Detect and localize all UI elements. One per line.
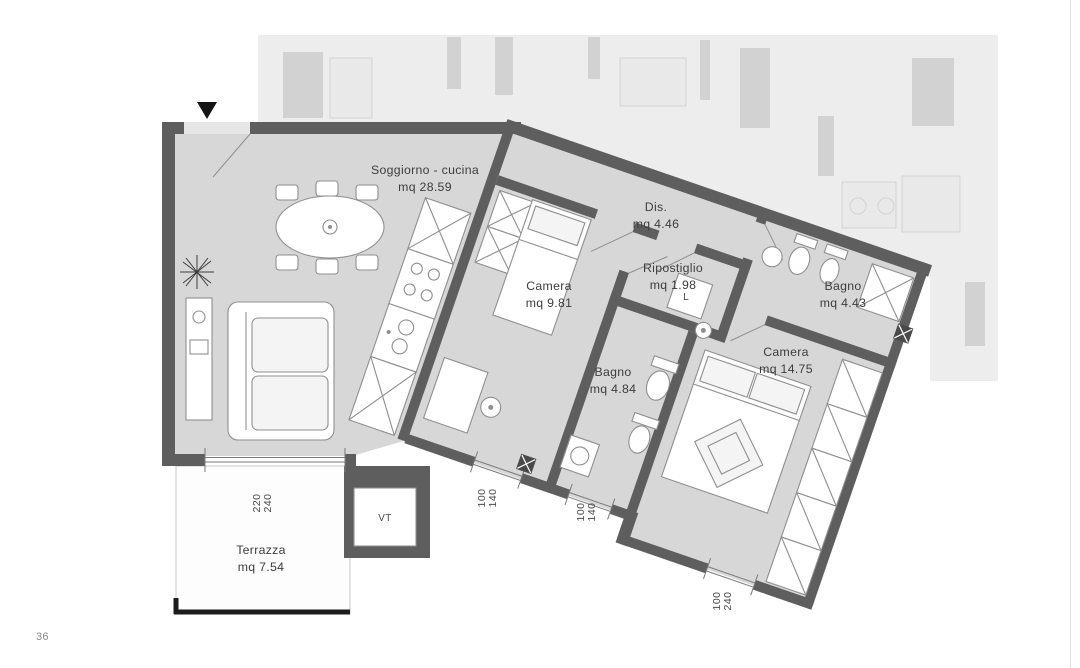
room-area: mq 4.84 <box>590 382 637 396</box>
room-name: Camera <box>526 279 572 293</box>
dim-height: 240 <box>262 493 274 512</box>
dim-width: 220 <box>251 493 263 512</box>
room-area: mq 28.59 <box>398 180 452 194</box>
faded-wall <box>447 37 461 89</box>
kitchen-counter <box>348 196 472 437</box>
room-label-dis: Dis. mq 4.46 <box>633 200 680 231</box>
terrace <box>173 465 351 615</box>
bed-camera2 <box>660 349 812 514</box>
dimension-label-camera2-window: 100 240 <box>711 591 734 610</box>
plant-icon <box>180 255 214 289</box>
room-area: mq 9.81 <box>526 296 573 310</box>
entrance-door <box>184 122 251 178</box>
page-number: 36 <box>36 631 49 643</box>
dining-chair <box>355 184 379 201</box>
door-leaf <box>212 133 251 178</box>
washbasin-bagno1 <box>761 246 783 268</box>
shower-bagno1 <box>856 263 915 323</box>
room-area: mq 4.46 <box>633 217 680 231</box>
faded-sink <box>877 197 895 215</box>
room-label-camera2: Camera mq 14.75 <box>759 345 813 376</box>
room-name: Ripostiglio <box>643 261 703 275</box>
dining-chair <box>315 180 339 197</box>
room-name: Soggiorno - cucina <box>371 163 479 177</box>
shaft-symbol-icon <box>893 323 914 344</box>
toilet-bagno1 <box>788 232 819 275</box>
faded-wall <box>740 48 770 128</box>
room-label-soggiorno: Soggiorno - cucina mq 28.59 <box>371 163 479 194</box>
room-label-camera1: Camera mq 9.81 <box>526 279 573 310</box>
walls-wing <box>397 119 933 610</box>
dimension-label-camera1-window: 100 140 <box>476 488 499 507</box>
room-label-bagno1: Bagno mq 4.43 <box>820 279 867 310</box>
vt-shaft-label: VT <box>378 513 391 524</box>
faded-wall <box>283 52 323 118</box>
console-table <box>185 297 213 421</box>
dim-height: 140 <box>586 502 598 521</box>
room-name: Camera <box>763 345 809 359</box>
faded-wall <box>588 37 600 79</box>
dimension-label-bagno2-window: 100 140 <box>575 502 598 521</box>
washing-machine-label: L <box>683 292 689 303</box>
room-area: mq 14.75 <box>759 362 813 376</box>
room-label-terrazza: Terrazza mq 7.54 <box>236 543 286 574</box>
faded-furniture <box>329 57 373 119</box>
dining-chair <box>275 254 299 271</box>
faded-wall <box>818 116 834 176</box>
toilet-bagno2 <box>645 355 680 401</box>
entrance-arrow-icon <box>197 102 217 119</box>
bed-camera1 <box>492 198 592 336</box>
faded-wall <box>495 37 513 95</box>
room-name: Bagno <box>824 279 861 293</box>
lamp-camera2 <box>694 321 712 339</box>
dim-width: 100 <box>476 488 488 507</box>
room-name: Terrazza <box>236 543 286 557</box>
bidet-bagno1 <box>819 243 849 285</box>
room-name: Dis. <box>645 200 667 214</box>
washbasin-bagno2 <box>559 434 601 478</box>
faded-neighbor-units <box>258 35 998 381</box>
wardrobe-camera2 <box>765 358 883 596</box>
faded-furniture <box>619 57 687 107</box>
dining-chair <box>315 258 339 275</box>
dining-chair <box>275 184 299 201</box>
faded-wall <box>912 58 954 126</box>
room-name: Bagno <box>594 365 631 379</box>
room-label-ripostiglio: Ripostiglio mq 1.98 <box>643 261 703 292</box>
dining-chair <box>355 254 379 271</box>
faded-shower <box>901 175 961 233</box>
dim-height: 240 <box>722 591 734 610</box>
room-area: mq 7.54 <box>238 560 285 574</box>
dim-width: 100 <box>575 502 587 521</box>
faded-sink <box>849 197 867 215</box>
dim-height: 140 <box>487 488 499 507</box>
bidet-bagno2 <box>628 411 661 454</box>
faded-wall <box>700 40 710 100</box>
washing-machine-box <box>666 272 714 320</box>
window-soggiorno <box>204 448 346 472</box>
room-area: mq 4.43 <box>820 296 867 310</box>
dim-width: 100 <box>711 591 723 610</box>
shaft-symbol-icon <box>516 453 537 475</box>
window-bagno2 <box>564 483 616 520</box>
dining-table <box>275 180 385 275</box>
sofa <box>227 301 335 441</box>
room-label-bagno2: Bagno mq 4.84 <box>590 365 637 396</box>
dimension-label-soggiorno-window: 220 240 <box>251 493 274 512</box>
interior-door-leaves <box>590 224 783 342</box>
rotated-wing <box>348 119 933 610</box>
bed-throw-decor <box>693 418 764 489</box>
page-edge-line <box>1070 0 1071 668</box>
faded-wall <box>965 282 985 346</box>
window-camera2 <box>702 557 759 596</box>
technical-shaft-box <box>353 487 417 547</box>
desk-camera1 <box>422 356 502 434</box>
room-area: mq 1.98 <box>650 278 697 292</box>
